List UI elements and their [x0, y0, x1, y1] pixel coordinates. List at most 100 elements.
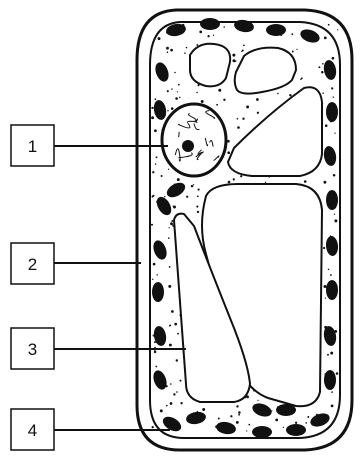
- granule: [325, 124, 328, 127]
- granule: [171, 220, 173, 222]
- granule: [156, 274, 157, 275]
- granule: [223, 26, 225, 28]
- granule: [167, 51, 169, 53]
- granule: [230, 415, 232, 417]
- granule: [151, 224, 153, 226]
- granule: [334, 214, 335, 215]
- granule: [169, 325, 171, 327]
- granule: [196, 44, 198, 46]
- granule: [174, 72, 176, 74]
- chloroplast: [266, 24, 286, 36]
- granule: [184, 52, 186, 54]
- chloroplast: [286, 424, 306, 436]
- granule: [242, 118, 244, 120]
- granule: [337, 29, 338, 30]
- granule: [324, 37, 327, 40]
- granule: [202, 408, 205, 411]
- granule: [228, 181, 231, 184]
- granule: [161, 175, 163, 177]
- granule: [170, 383, 172, 385]
- granule: [243, 45, 245, 47]
- granule: [170, 402, 173, 405]
- granule: [196, 92, 197, 93]
- granule: [164, 196, 165, 197]
- granule: [240, 175, 242, 177]
- granule: [180, 380, 182, 382]
- granule: [237, 118, 239, 120]
- granule: [151, 116, 154, 119]
- chloroplast: [326, 190, 338, 210]
- label-box-1: 1: [11, 125, 54, 166]
- granule: [236, 405, 238, 407]
- granule: [304, 180, 307, 183]
- granule: [331, 405, 334, 408]
- granule: [198, 189, 200, 191]
- granule: [295, 422, 297, 424]
- granule: [246, 430, 247, 431]
- chloroplast: [200, 18, 220, 30]
- granule: [301, 77, 303, 79]
- granule: [197, 196, 199, 198]
- granule: [318, 66, 320, 68]
- granule: [175, 97, 178, 100]
- granule: [151, 107, 153, 109]
- granule: [169, 266, 171, 268]
- chloroplast: [326, 102, 338, 122]
- granule: [323, 181, 326, 184]
- granule: [166, 47, 169, 50]
- granule: [169, 344, 172, 347]
- granule: [177, 178, 180, 181]
- granule: [152, 196, 154, 198]
- granule: [174, 323, 177, 326]
- granule: [154, 351, 157, 354]
- granule: [322, 63, 324, 65]
- granule: [160, 409, 163, 412]
- granule: [218, 418, 220, 420]
- granule: [321, 71, 323, 73]
- granule: [257, 112, 259, 114]
- granule: [277, 93, 279, 95]
- granule: [186, 47, 188, 49]
- nucleus: [162, 104, 226, 176]
- granule: [152, 279, 153, 280]
- granule: [333, 96, 334, 97]
- granule: [166, 405, 168, 407]
- granule: [171, 107, 174, 110]
- chloroplast: [326, 280, 338, 300]
- granule: [330, 352, 333, 355]
- granule: [176, 391, 178, 393]
- granule: [291, 33, 293, 35]
- granule: [168, 285, 171, 288]
- granule: [283, 427, 284, 428]
- label-2: 2: [28, 255, 37, 274]
- granule: [330, 274, 332, 276]
- granule: [218, 89, 221, 92]
- granule: [199, 31, 202, 34]
- chloroplast: [324, 370, 336, 390]
- granule: [155, 366, 157, 368]
- granule: [152, 426, 154, 428]
- granule: [180, 402, 182, 404]
- granule: [307, 416, 309, 418]
- granule: [170, 222, 173, 225]
- granule: [165, 25, 167, 27]
- granule: [325, 298, 326, 299]
- granule: [201, 100, 204, 103]
- granule: [213, 35, 214, 36]
- granule: [167, 90, 169, 92]
- chloroplast: [252, 426, 272, 438]
- granule: [238, 414, 240, 416]
- granule: [331, 391, 333, 393]
- vacuole-top-left: [190, 44, 230, 87]
- granule: [158, 37, 161, 40]
- granule: [237, 126, 240, 129]
- granule: [292, 51, 294, 53]
- granule: [332, 57, 335, 60]
- granule: [327, 354, 329, 356]
- chloroplast: [152, 282, 164, 302]
- granule: [176, 359, 178, 361]
- granule: [168, 169, 169, 170]
- granule: [171, 310, 174, 313]
- granule: [248, 424, 250, 426]
